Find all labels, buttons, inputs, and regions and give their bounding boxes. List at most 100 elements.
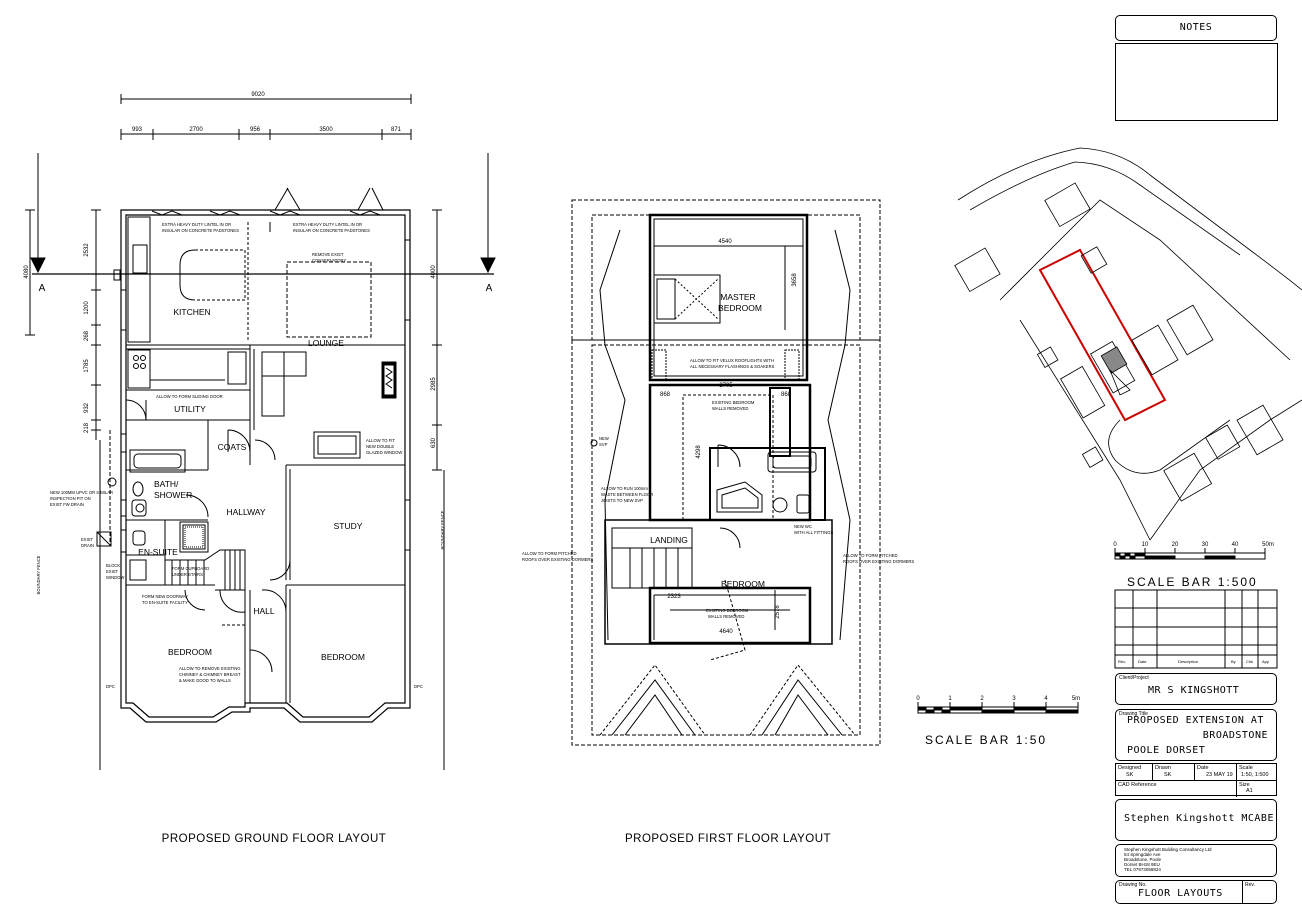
note-walls-a: EXISTING BEDROOM [712,400,755,405]
note-waste-b: WASTE BETWEEN FLOOR [601,492,653,497]
client-box: Client/Project MR S KINGSHOTT [1115,673,1277,705]
note-lintel-2a: EXTRA HEAVY DUTY LINTEL IN OR [293,222,362,227]
scale50-tick-0: 0 [916,696,920,702]
size-label: Size [1239,782,1250,788]
scale500-tick-3: 30 [1202,542,1209,548]
scale500-tick-1: 10 [1142,542,1149,548]
note-block-a: BLOCK [106,563,120,568]
dim-master-height: 3658 [792,273,798,287]
notes-area [1115,43,1278,121]
rev-col-desc: Description [1178,659,1198,664]
rev-col-rev: Rev. [1118,659,1126,664]
revision-grid [1114,589,1278,669]
note-glazing-a: ALLOW TO FIT [366,438,395,443]
room-kitchen: KITCHEN [173,307,210,317]
drawing-number-box: Drawing No. FLOOR LAYOUTS Rev. [1115,880,1277,904]
note-drain-a: NEW 100MM UPVC OR SIMILAR [50,490,113,495]
note-velux-b: ALL NECESSARY FLASHINGS & SOAKERS [690,364,775,369]
designed-label: Designed [1118,765,1142,771]
note-boundary-left: BOUNDARY FENCE [36,555,41,594]
note-exist-a: EXIST [81,537,94,542]
drawing-no-label: Drawing No. [1119,882,1147,888]
drawn-value: SK [1164,772,1172,778]
dim-short: 2578 [775,605,781,619]
room-hallway: HALLWAY [226,507,265,517]
first-floor-plan [571,199,881,746]
section-marker-left: A [39,283,46,294]
drawing-title-line2: BROADSTONE [1202,730,1268,741]
drawing-info-grid: Designed SK Drawn SK Date 23 MAY 19 Scal… [1115,763,1277,797]
dim-small: 2323 [667,594,681,600]
dim-master-width: 4540 [718,239,732,245]
note-dpc-left: DPC [106,684,115,689]
address-line-5: TEL 07973058824 [1124,867,1161,872]
notes-header-box: NOTES [1115,15,1277,41]
scale-bar-500 [1114,548,1266,560]
note-drain-c: EXIST FW DRAIN [50,502,84,507]
note-pitched-right-b: ROOFS OVER EXISTING DORMERS [843,559,914,564]
note-lintel-1b: INSULAR ON CONCRETE PADSTONES [162,228,239,233]
ground-floor-title: PROPOSED GROUND FLOOR LAYOUT [162,833,387,845]
first-floor-title: PROPOSED FIRST FLOOR LAYOUT [625,833,831,845]
note-chimney-c: & MAKE GOOD TO WALLS [179,678,231,683]
note-glazing-b: NEW DOUBLE [366,444,394,449]
room-ensuite: EN-SUITE [138,547,178,557]
notes-header: NOTES [1179,22,1213,33]
dim-vertical: 4298 [696,445,702,459]
address-line-4: Dorset BH18 9EU [1124,862,1160,867]
room-master-a: MASTER [720,292,755,302]
note-wc-b: WITH ALL FITTINGS [794,530,833,535]
rev-label: Rev. [1245,882,1255,888]
rev-col-date: Date [1138,659,1147,664]
size-value: A1 [1246,788,1253,794]
scale-bar-50-title: SCALE BAR 1:50 [925,733,1047,747]
scale-value: 1:50, 1:500 [1241,772,1269,778]
note-cupboard-a: FORM CUPBOARD [172,566,209,571]
ground-floor-plan [25,94,496,770]
note-drain-b: INSPECTION PIT ON [50,496,91,501]
note-ensuite-b: TO EN-SUITE FACILITY [142,600,188,605]
note-walls-b: WALLS REMOVED [712,406,748,411]
scale-bar-50 [917,702,1079,714]
note-walls2-b: WALLS REMOVED [708,614,744,619]
room-bedroom-front-right: BEDROOM [321,652,365,662]
note-svp-a: NEW [599,436,609,441]
scale50-tick-3: 3 [1012,696,1016,702]
rev-col-app: App [1262,659,1270,664]
dim-left-3: 268 [84,330,90,341]
dim-top-2: 2700 [189,127,203,133]
scale500-tick-4: 40 [1232,542,1239,548]
dim-top-1: 993 [132,127,143,133]
scale500-tick-2: 20 [1172,542,1179,548]
address-box: Stephen Kingshott Building Consultancy L… [1115,844,1277,877]
dim-right-2: 2985 [431,377,437,391]
dim-bottom: 4640 [719,629,733,635]
cad-label: CAD Reference [1118,782,1157,788]
address-line-2: 54 Springdale Ave [1124,852,1161,857]
site-location-plan [954,147,1302,541]
dim-left-2: 1200 [84,301,90,315]
room-landing: LANDING [650,535,688,545]
room-bath: BATH/ [154,479,179,489]
date-value: 23 MAY 19 [1206,772,1233,778]
scale-bar-500-title: SCALE BAR 1:500 [1127,575,1258,589]
note-lintel-1a: EXTRA HEAVY DUTY LINTEL IN OR [162,222,231,227]
room-shower: SHOWER [154,490,192,500]
dim-overall: 9020 [251,92,265,98]
note-exist-b: DRAIN [81,543,94,548]
client-label: Client/Project [1119,675,1149,681]
scale50-tick-4: 4 [1044,696,1048,702]
room-lounge: LOUNGE [308,338,344,348]
room-bedroom-front-left: BEDROOM [168,647,212,657]
note-pitched-left-a: ALLOW TO FORM PITCHED [522,551,577,556]
room-bedroom-first: BEDROOM [721,579,765,589]
note-glazing-c: GLAZED WINDOW [366,450,402,455]
room-study: STUDY [334,521,363,531]
dim-left-868: 868 [660,392,671,398]
dim-right-3: 630 [431,437,437,448]
drawing-title-label: Drawing Title [1119,711,1148,717]
note-block-b: EXIST [106,569,119,574]
room-utility: UTILITY [174,404,206,414]
scale-label: Scale [1239,765,1253,771]
